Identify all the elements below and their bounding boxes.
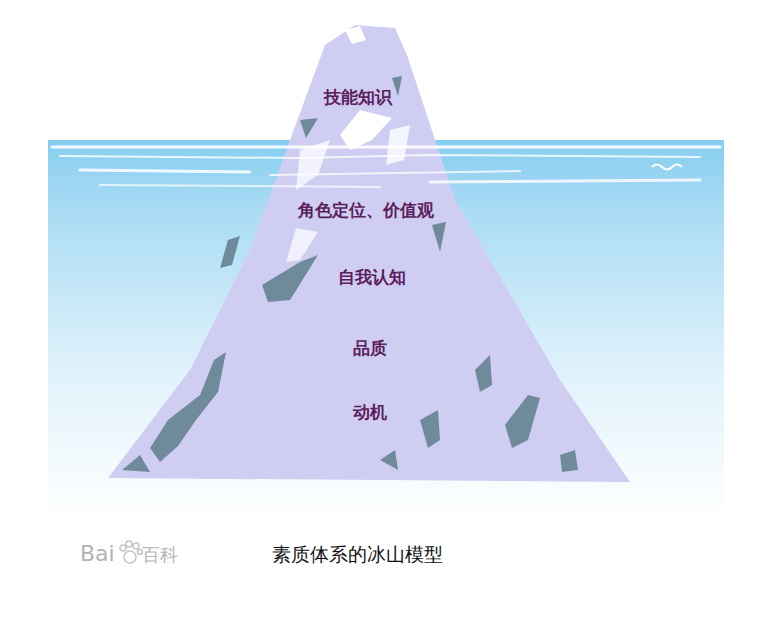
iceberg-detail <box>386 125 410 165</box>
iceberg-layer-label: 角色定位、价值观 <box>298 199 434 222</box>
watermark-paw <box>117 540 143 566</box>
iceberg-layer-label: 自我认知 <box>338 266 406 289</box>
watermark: 百科 <box>142 543 178 567</box>
watermark: Bai <box>80 541 115 566</box>
iceberg-detail <box>262 255 318 302</box>
iceberg-layer-label: 品质 <box>353 337 387 360</box>
iceberg-detail <box>220 236 240 268</box>
iceberg-detail <box>300 118 318 138</box>
iceberg-layer-label: 动机 <box>353 401 387 424</box>
caption: 素质体系的冰山模型 <box>272 542 443 568</box>
iceberg-detail <box>432 222 446 252</box>
iceberg-detail <box>505 395 540 448</box>
iceberg-detail <box>340 110 392 150</box>
iceberg-detail <box>150 352 226 462</box>
iceberg-layer-label: 技能知识 <box>324 86 392 109</box>
iceberg-detail <box>392 76 402 96</box>
iceberg-detail <box>560 450 578 472</box>
iceberg-detail <box>122 455 150 472</box>
iceberg-node: 技能知识角色定位、价值观自我认知品质动机 <box>95 18 640 488</box>
iceberg-detail <box>420 410 440 448</box>
iceberg-detail <box>380 450 398 470</box>
iceberg-body <box>108 25 630 482</box>
iceberg-detail <box>345 26 366 44</box>
iceberg-detail <box>296 140 330 190</box>
iceberg-detail <box>475 355 492 392</box>
